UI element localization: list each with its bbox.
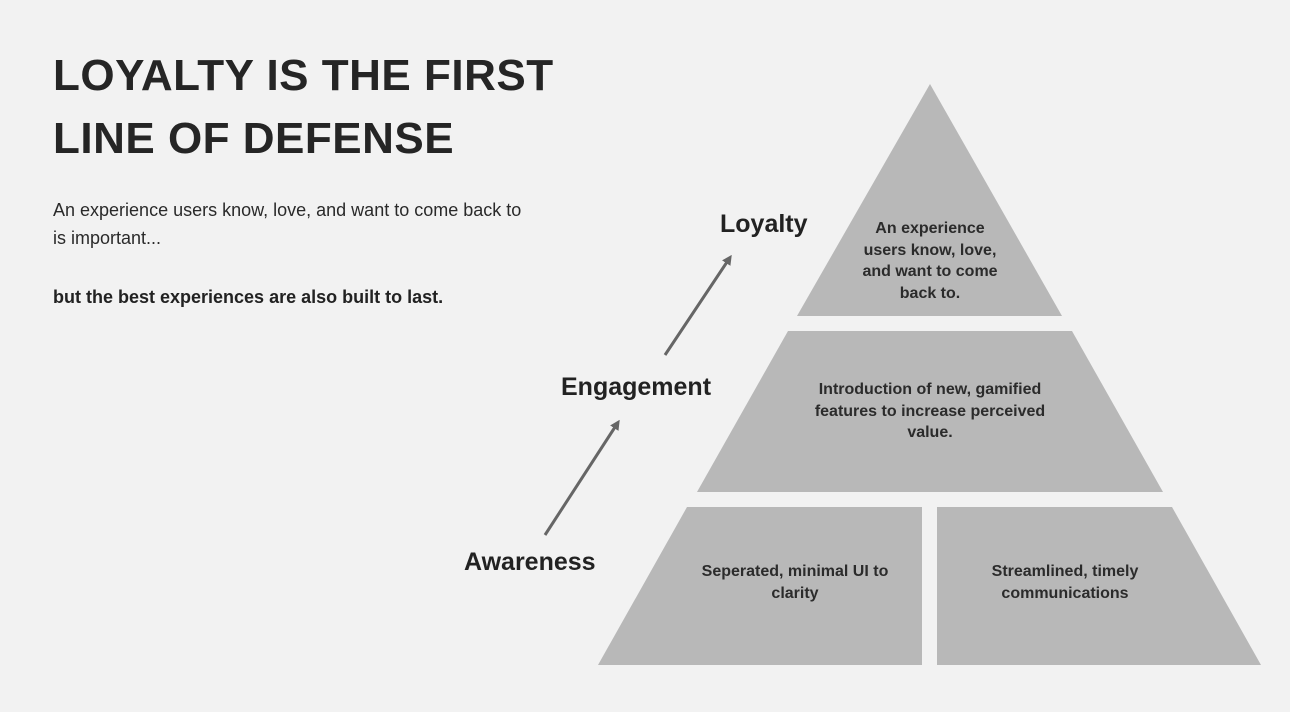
stage-label-loyalty: Loyalty (720, 210, 808, 238)
tier-middle-text: Introduction of new, gamified features t… (814, 381, 1046, 441)
tier-top-text: An experience users know, love, and want… (862, 220, 998, 302)
stage-label-engagement: Engagement (561, 373, 712, 401)
pyramid-middle-tier (697, 331, 1163, 492)
pyramid-bottom-right-tier (937, 507, 1261, 665)
pyramid-top-tier (797, 84, 1062, 316)
tier-bottom-right-text: Streamlined, timely communications (991, 563, 1139, 602)
pyramid-bottom-left-tier (598, 507, 922, 665)
arrow-up-right-icon (543, 419, 620, 536)
page-title-line-1: LOYALTY IS THE FIRST (53, 51, 554, 100)
stage-label-awareness: Awareness (464, 548, 596, 576)
intro-text: An experience users know, love, and want… (53, 200, 522, 248)
page-title: LOYALTY IS THE FIRST LINE OF DEFENSE (53, 44, 613, 170)
tier-bottom-left-text: Seperated, minimal UI to clarity (701, 563, 889, 602)
page-title-line-2: LINE OF DEFENSE (53, 114, 455, 163)
arrow-up-right-icon (663, 254, 732, 356)
intro-emphasis: but the best experiences are also built … (53, 287, 444, 307)
